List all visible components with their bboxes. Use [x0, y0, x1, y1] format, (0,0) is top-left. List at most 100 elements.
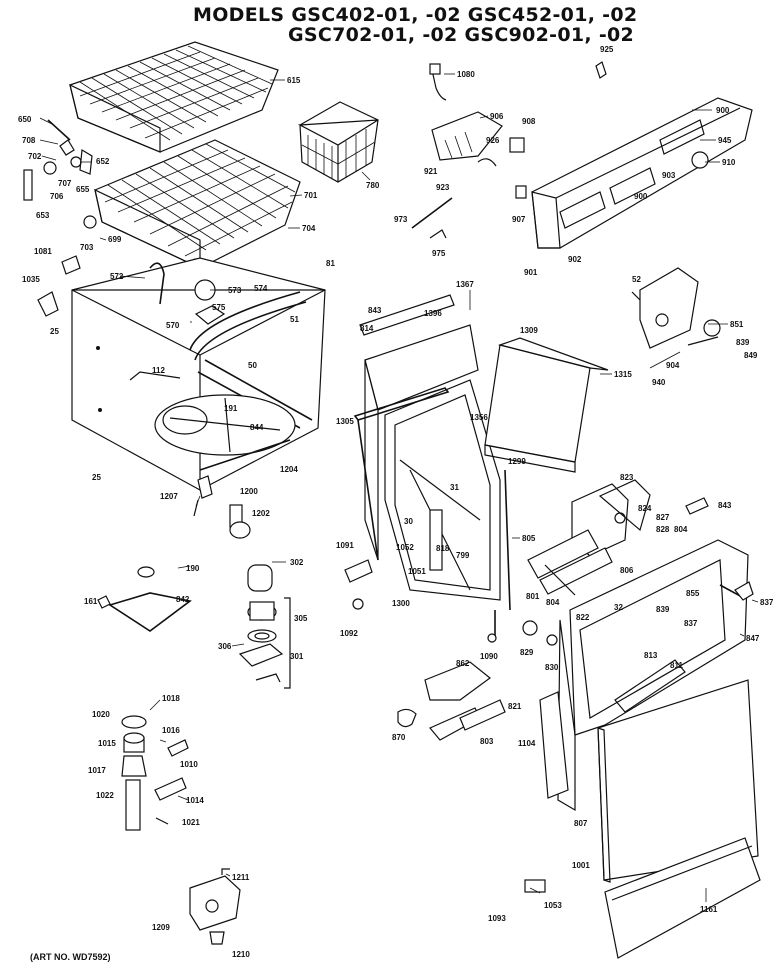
label-190: 190	[186, 564, 200, 573]
label-161: 161	[84, 597, 98, 606]
label-901: 901	[524, 268, 538, 277]
door-hinge	[524, 691, 569, 893]
heater-parts	[193, 475, 251, 539]
label-1396: 1396	[424, 309, 442, 318]
label-1204: 1204	[280, 465, 298, 474]
label-799: 799	[456, 551, 470, 560]
label-1299: 1299	[508, 457, 526, 466]
label-908: 908	[522, 117, 536, 126]
label-1021: 1021	[182, 818, 200, 827]
rack-hardware	[23, 119, 93, 201]
label-1356: 1356	[470, 413, 488, 422]
label-910: 910	[722, 158, 736, 167]
label-1315: 1315	[614, 370, 632, 379]
label-708: 708	[22, 136, 36, 145]
label-302: 302	[290, 558, 304, 567]
label-906: 906	[490, 112, 504, 121]
label-699: 699	[108, 235, 122, 244]
dispenser-switches	[411, 61, 607, 239]
label-830: 830	[545, 663, 559, 672]
label-575: 575	[212, 303, 226, 312]
label-655: 655	[76, 185, 90, 194]
label-1016: 1016	[162, 726, 180, 735]
label-702: 702	[28, 152, 42, 161]
label-1207: 1207	[160, 492, 178, 501]
label-704: 704	[302, 224, 316, 233]
label-824: 824	[638, 504, 652, 513]
label-1092: 1092	[340, 629, 358, 638]
label-1053: 1053	[544, 901, 562, 910]
label-1202: 1202	[252, 509, 270, 518]
label-1020: 1020	[92, 710, 110, 719]
tub-side-brackets	[37, 255, 81, 317]
label-1210: 1210	[232, 950, 250, 959]
label-903: 903	[662, 171, 676, 180]
label-703: 703	[80, 243, 94, 252]
label-900-mid: 900	[634, 192, 648, 201]
label-839-door: 839	[656, 605, 670, 614]
label-652: 652	[96, 157, 110, 166]
door-gasket	[353, 387, 450, 561]
label-574: 574	[254, 284, 268, 293]
label-814: 814	[360, 324, 374, 333]
label-112: 112	[152, 366, 165, 375]
label-926: 926	[486, 136, 500, 145]
label-1017: 1017	[88, 766, 106, 775]
label-1300: 1300	[392, 599, 410, 608]
diagram-title-line2: GSC702-01, -02 GSC902-01, -02	[288, 24, 635, 46]
label-902: 902	[568, 255, 582, 264]
label-940: 940	[652, 378, 666, 387]
label-804-top: 804	[674, 525, 688, 534]
diagram-title-line1: MODELS GSC402-01, -02 GSC452-01, -02	[193, 4, 638, 26]
label-805: 805	[522, 534, 536, 543]
label-572: 572	[110, 272, 124, 281]
label-842: 842	[176, 595, 190, 604]
label-843-right: 843	[718, 501, 732, 510]
label-839: 839	[736, 338, 750, 347]
label-573: 573	[228, 286, 242, 295]
label-811: 811	[670, 661, 683, 670]
label-945: 945	[718, 136, 732, 145]
leader-lines	[39, 73, 759, 902]
label-813: 813	[644, 651, 658, 660]
label-1081: 1081	[34, 247, 52, 256]
label-1014: 1014	[186, 796, 204, 805]
part-labels: 615 650 708 702 652 707 706 655 653 701 …	[18, 45, 774, 959]
upper-rack	[69, 41, 279, 153]
fill-funnel-assembly	[121, 715, 189, 831]
label-1093: 1093	[488, 914, 506, 923]
label-855: 855	[686, 589, 700, 598]
label-849: 849	[744, 351, 758, 360]
label-25-bottom: 25	[92, 473, 101, 482]
tub-assembly	[71, 257, 326, 491]
label-1367: 1367	[456, 280, 474, 289]
label-923: 923	[436, 183, 450, 192]
label-570: 570	[166, 321, 180, 330]
label-829: 829	[520, 648, 534, 657]
water-valve	[189, 868, 241, 945]
label-862: 862	[456, 659, 470, 668]
label-843: 843	[368, 306, 382, 315]
door-top-panel	[359, 294, 609, 473]
label-1309: 1309	[520, 326, 538, 335]
label-650: 650	[18, 115, 32, 124]
label-844: 844	[250, 423, 264, 432]
soap-dispenser-parts	[397, 661, 506, 741]
label-191: 191	[224, 404, 238, 413]
label-1090: 1090	[480, 652, 498, 661]
label-801: 801	[526, 592, 540, 601]
label-1080: 1080	[457, 70, 475, 79]
label-900-top: 900	[716, 106, 730, 115]
label-973: 973	[394, 215, 408, 224]
label-837-door: 837	[684, 619, 698, 628]
label-1022: 1022	[96, 791, 114, 800]
label-1001: 1001	[572, 861, 590, 870]
label-975: 975	[432, 249, 446, 258]
label-615: 615	[287, 76, 301, 85]
pump-assembly	[238, 564, 291, 689]
label-1018: 1018	[162, 694, 180, 703]
label-707: 707	[58, 179, 72, 188]
label-1015: 1015	[98, 739, 116, 748]
lower-rack	[83, 139, 301, 270]
